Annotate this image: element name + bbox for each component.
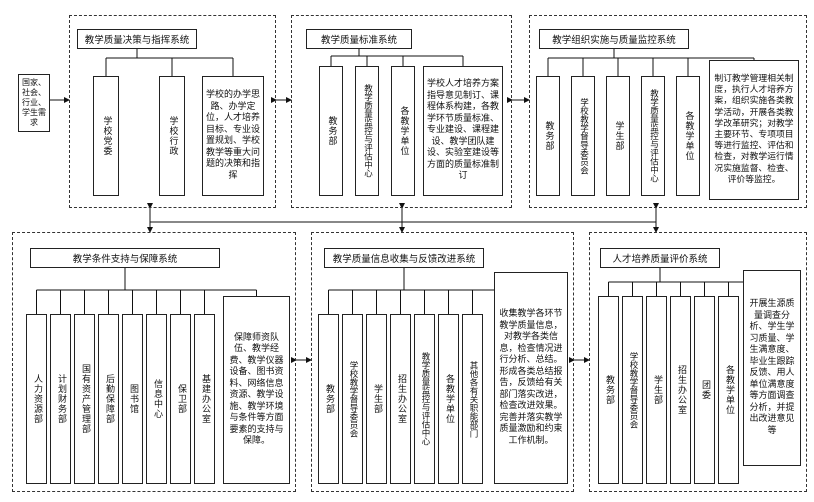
support-unit: 计划财务部 <box>50 314 71 484</box>
evaluation-unit: 各教学单位 <box>718 296 739 484</box>
decision-desc: 学校的办学思路、办学定位，人才培养目标、专业设置规划、学校教学等重大问题的决策和… <box>202 76 264 196</box>
organize-unit: 各教学单位 <box>676 76 700 196</box>
support-unit: 人力资源部 <box>26 314 47 484</box>
support-desc: 保障师资队伍、教学经费、教学仪器设备、图书资料、网络信息资源、教学设施、教学环境… <box>223 296 290 484</box>
feedback-title: 教学质量信息收集与反馈改进系统 <box>324 248 484 268</box>
support-unit: 后勤保障部 <box>98 314 119 484</box>
organize-unit: 教务部 <box>536 76 560 196</box>
organize-desc: 制订教学管理相关制度，执行人才培养方案，组织实施各类教学活动，开展各类教学改革研… <box>709 60 799 200</box>
evaluation-unit: 学生部 <box>646 296 667 484</box>
demand-box: 国家、社会、行业、学生需求 <box>18 74 50 132</box>
feedback-unit: 学生部 <box>366 314 387 484</box>
organize-unit: 教学质量监控与评估中心 <box>641 76 665 196</box>
standard-title: 教学质量标准系统 <box>306 29 412 49</box>
feedback-system <box>311 232 574 492</box>
organize-unit: 学生部 <box>606 76 630 196</box>
organize-title: 教学组织实施与质量监控系统 <box>539 29 689 49</box>
feedback-unit: 各教学单位 <box>438 314 459 484</box>
feedback-unit: 教务部 <box>318 314 339 484</box>
feedback-unit: 学校教学督导委员会 <box>342 314 363 484</box>
standard-system <box>291 15 512 208</box>
decision-unit: 学校党委 <box>93 76 119 196</box>
support-title: 教学条件支持与保障系统 <box>30 248 220 268</box>
organize-system <box>529 15 807 208</box>
decision-title: 教学质量决策与指挥系统 <box>77 29 197 49</box>
organize-unit: 学校教学督导委员会 <box>571 76 595 196</box>
feedback-desc: 收集教学各环节教学质量信息，对教学各类信息，检查情况进行分析、总结。形成各类总结… <box>494 272 568 484</box>
feedback-unit: 招生办公室 <box>390 314 411 484</box>
support-unit: 信息中心 <box>146 314 167 484</box>
support-unit: 国有资产管理部 <box>74 314 95 484</box>
evaluation-unit: 学校教学督导委员会 <box>622 296 643 484</box>
support-unit: 保卫部 <box>170 314 191 484</box>
evaluation-desc: 开展生源质量调查分析、学生学习质量、学生满意度、毕业生跟踪反馈、用人单位满意度等… <box>743 270 801 466</box>
evaluation-unit: 招生办公室 <box>670 296 691 484</box>
feedback-unit: 教学质量监控与评估中心 <box>414 314 435 484</box>
feedback-unit: 其他各有关职能部门 <box>462 314 483 484</box>
decision-system <box>69 15 276 208</box>
support-unit: 图书馆 <box>122 314 143 484</box>
evaluation-system <box>589 232 807 492</box>
standard-unit: 教学质量监控与评估中心 <box>355 66 379 196</box>
evaluation-title: 人才培养质量评价系统 <box>600 248 720 268</box>
support-system <box>12 232 296 492</box>
standard-desc: 学校人才培养方案指导意见制订、课程体系构建，各教学环节质量标准、专业建设、课程建… <box>423 66 503 196</box>
decision-unit: 学校行政 <box>159 76 185 196</box>
evaluation-unit: 团委 <box>694 296 715 484</box>
standard-unit: 各教学单位 <box>391 66 415 196</box>
evaluation-unit: 教务部 <box>598 296 619 484</box>
standard-unit: 教务部 <box>319 66 343 196</box>
support-unit: 基建办公室 <box>194 314 215 484</box>
